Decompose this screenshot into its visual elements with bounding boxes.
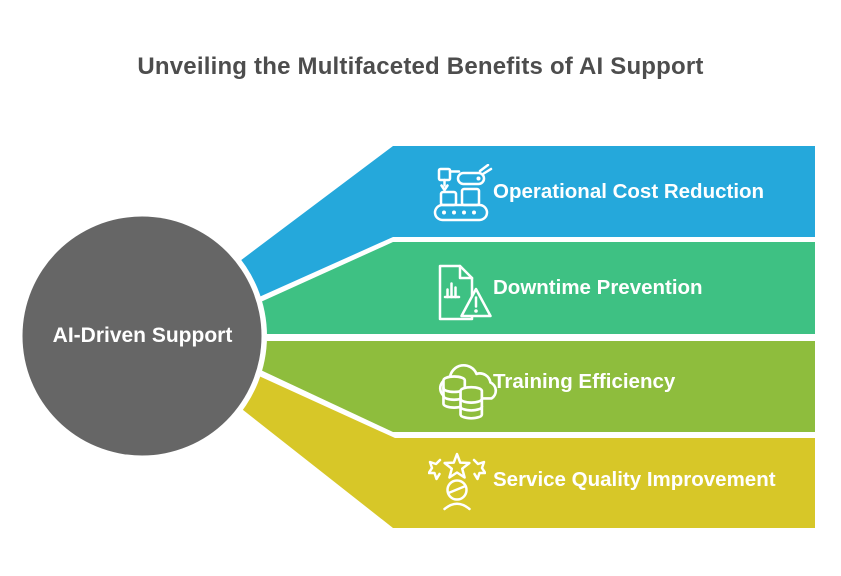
stars-person-icon bbox=[428, 452, 486, 511]
label-training-efficiency: Training Efficiency bbox=[493, 370, 676, 393]
ribbon-service-quality-improvement bbox=[205, 356, 815, 528]
hub-circle bbox=[22, 216, 262, 456]
document-alert-icon bbox=[438, 264, 492, 321]
page-title: Unveiling the Multifaceted Benefits of A… bbox=[137, 53, 704, 80]
label-operational-cost-reduction: Operational Cost Reduction bbox=[493, 180, 765, 203]
label-downtime-prevention: Downtime Prevention bbox=[493, 276, 703, 299]
factory-automation-icon bbox=[433, 164, 493, 222]
ribbon-operational-cost-reduction bbox=[200, 146, 815, 319]
hub-label: AI-Driven Support bbox=[52, 324, 233, 347]
ribbon-training-efficiency bbox=[210, 341, 815, 432]
conveyor-dots bbox=[442, 176, 481, 215]
ribbon-downtime-prevention bbox=[210, 242, 815, 334]
cloud-database-icon bbox=[438, 364, 498, 420]
label-service-quality-improvement: Service Quality Improvement bbox=[493, 468, 776, 491]
